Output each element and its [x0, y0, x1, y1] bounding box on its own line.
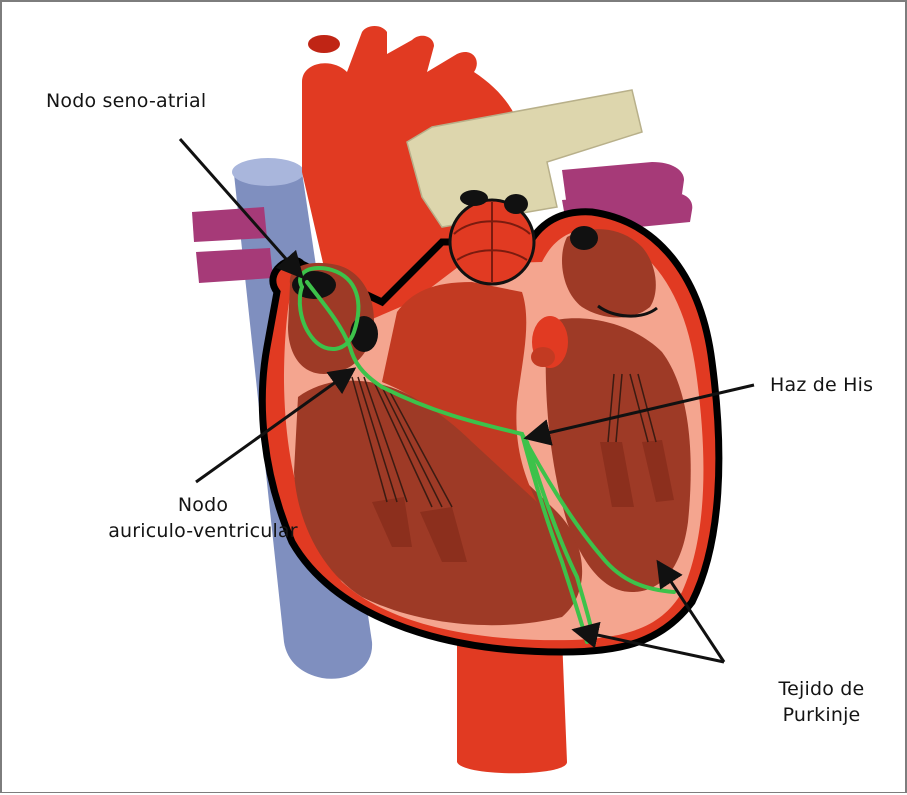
label-av-node: Nodo auriculo-ventricular	[98, 492, 308, 544]
label-purkinje-line2: Purkinje	[759, 702, 884, 728]
label-bundle-of-his: Haz de His	[770, 372, 873, 398]
label-sa-node: Nodo seno-atrial	[46, 88, 206, 114]
la-opening	[570, 226, 598, 250]
label-av-node-line2: auriculo-ventricular	[98, 518, 308, 544]
label-purkinje-line1: Tejido de	[759, 676, 884, 702]
label-purkinje: Tejido de Purkinje	[759, 676, 884, 728]
label-av-node-line1: Nodo	[98, 492, 308, 518]
descending-aorta	[457, 637, 567, 773]
